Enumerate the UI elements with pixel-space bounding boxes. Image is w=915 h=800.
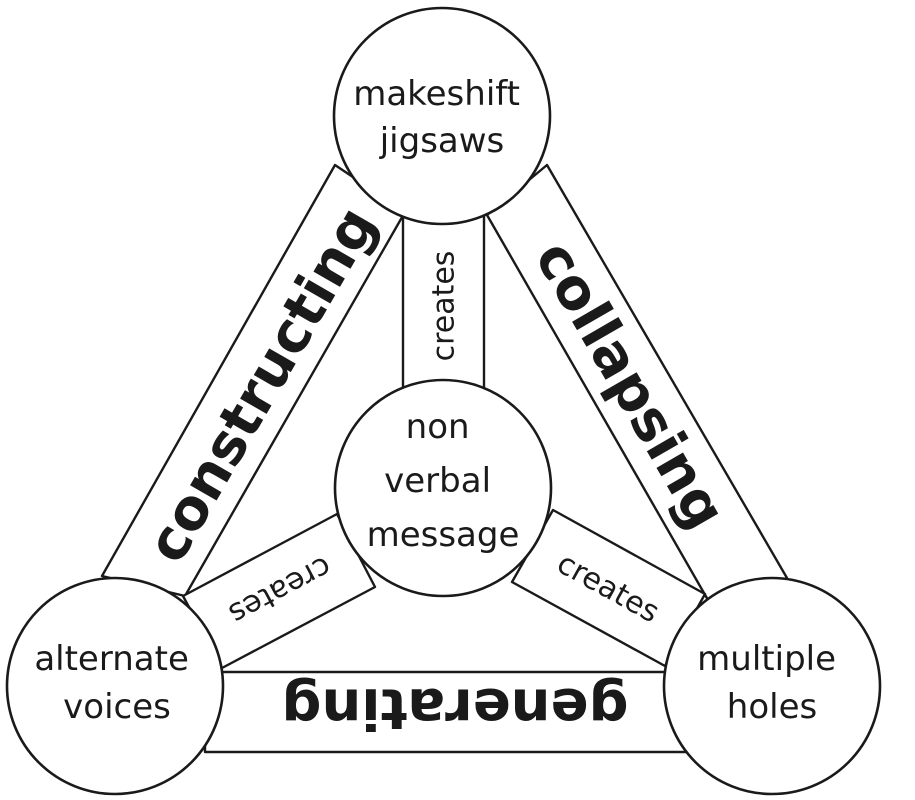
spoke-label-top-creates: creates (427, 251, 462, 362)
edge-label-collapsing: collapsing (522, 230, 739, 540)
node-label-line: makeshift (353, 74, 520, 114)
node-label-line: holes (727, 687, 817, 727)
node-multiple-holes: multiple holes (662, 576, 882, 796)
node-label-line: voices (63, 687, 171, 727)
edge-label-generating: generating (281, 676, 628, 741)
node-label-line: alternate (34, 639, 189, 679)
node-alternate-voices: alternate voices (5, 576, 225, 796)
node-label-line: multiple (697, 639, 836, 679)
svg-text:non verbal message: non verbal message (367, 407, 520, 555)
node-non-verbal-message: non verbal message (333, 378, 553, 598)
svg-text:alternate voices: alternate voices (34, 639, 199, 727)
svg-text:multiple holes: multiple holes (697, 639, 847, 727)
node-label-line: verbal (384, 461, 491, 501)
svg-text:makeshift jigsaws: makeshift jigsaws (353, 74, 531, 161)
node-label-line: message (367, 515, 520, 555)
node-label-line: non (406, 407, 470, 447)
node-label-line: jigsaws (379, 121, 505, 161)
node-makeshift-jigsaws: makeshift jigsaws (332, 6, 552, 226)
